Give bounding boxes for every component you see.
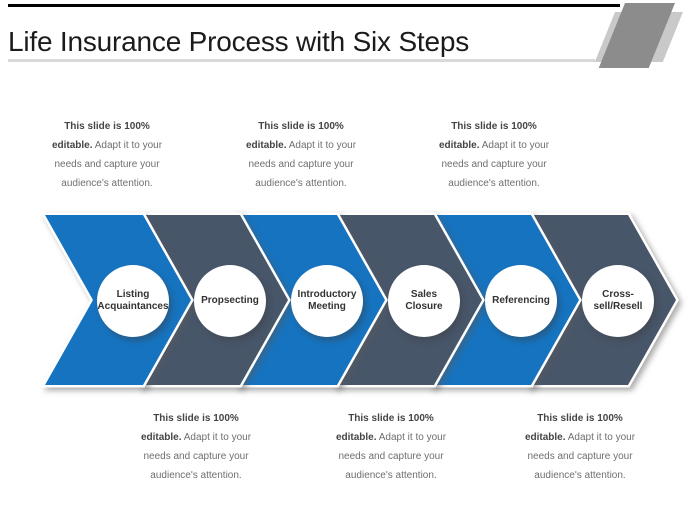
- step-label-line: Introductory: [297, 289, 357, 300]
- note-text: editable.: [140, 432, 182, 443]
- step-label-line: Sales: [410, 289, 438, 300]
- note-text: audience's attention.: [61, 178, 153, 189]
- editable-note: This slide is 100% editable. Adapt it to …: [306, 409, 476, 485]
- note-text: needs and capture your: [441, 159, 547, 170]
- note-text: editable.: [51, 140, 93, 151]
- title-underline: [8, 59, 595, 62]
- note-text: This slide is 100%: [64, 121, 150, 132]
- note-text: This slide is 100%: [537, 413, 623, 424]
- note-text: Adapt it to your: [376, 432, 447, 443]
- step-label-line: Acquaintances: [97, 301, 169, 312]
- note-text: This slide is 100%: [348, 413, 434, 424]
- step-label: Referencing: [485, 295, 557, 307]
- step-label-line: Referencing: [492, 295, 550, 306]
- step-label-line: Closure: [405, 301, 443, 312]
- note-text: Adapt it to your: [92, 140, 163, 151]
- step-label: Cross-sell/Resell: [582, 289, 654, 313]
- note-text: This slide is 100%: [258, 121, 344, 132]
- editable-note: This slide is 100% editable. Adapt it to …: [22, 117, 192, 193]
- step-label-line: Cross-: [602, 289, 634, 300]
- step-label-line: Listing: [116, 289, 150, 300]
- step-label-line: Meeting: [308, 301, 346, 312]
- note-text: editable.: [335, 432, 377, 443]
- note-text: audience's attention.: [345, 470, 437, 481]
- editable-note: This slide is 100% editable. Adapt it to …: [216, 117, 386, 193]
- note-text: This slide is 100%: [451, 121, 537, 132]
- step-circle: Referencing: [485, 265, 557, 337]
- note-text: editable.: [245, 140, 287, 151]
- note-text: Adapt it to your: [565, 432, 636, 443]
- note-text: needs and capture your: [248, 159, 354, 170]
- editable-note: This slide is 100% editable. Adapt it to …: [409, 117, 579, 193]
- note-text: needs and capture your: [527, 451, 633, 462]
- note-text: This slide is 100%: [153, 413, 239, 424]
- step-circle: Propsecting: [194, 265, 266, 337]
- note-text: needs and capture your: [338, 451, 444, 462]
- note-text: audience's attention.: [448, 178, 540, 189]
- step-circle: Cross-sell/Resell: [582, 265, 654, 337]
- page-title: Life Insurance Process with Six Steps: [8, 26, 470, 57]
- note-text: Adapt it to your: [181, 432, 252, 443]
- editable-note: This slide is 100% editable. Adapt it to …: [111, 409, 281, 485]
- note-text: audience's attention.: [255, 178, 347, 189]
- note-text: Adapt it to your: [479, 140, 550, 151]
- note-text: audience's attention.: [150, 470, 242, 481]
- note-text: needs and capture your: [143, 451, 249, 462]
- step-label-line: Propsecting: [201, 295, 259, 306]
- note-text: Adapt it to your: [286, 140, 357, 151]
- note-text: audience's attention.: [534, 470, 626, 481]
- step-label-line: sell/Resell: [593, 301, 643, 312]
- note-text: needs and capture your: [54, 159, 160, 170]
- step-label: Propsecting: [194, 295, 266, 307]
- top-rule: [8, 4, 620, 7]
- note-text: editable.: [524, 432, 566, 443]
- editable-note: This slide is 100% editable. Adapt it to …: [495, 409, 665, 485]
- note-text: editable.: [438, 140, 480, 151]
